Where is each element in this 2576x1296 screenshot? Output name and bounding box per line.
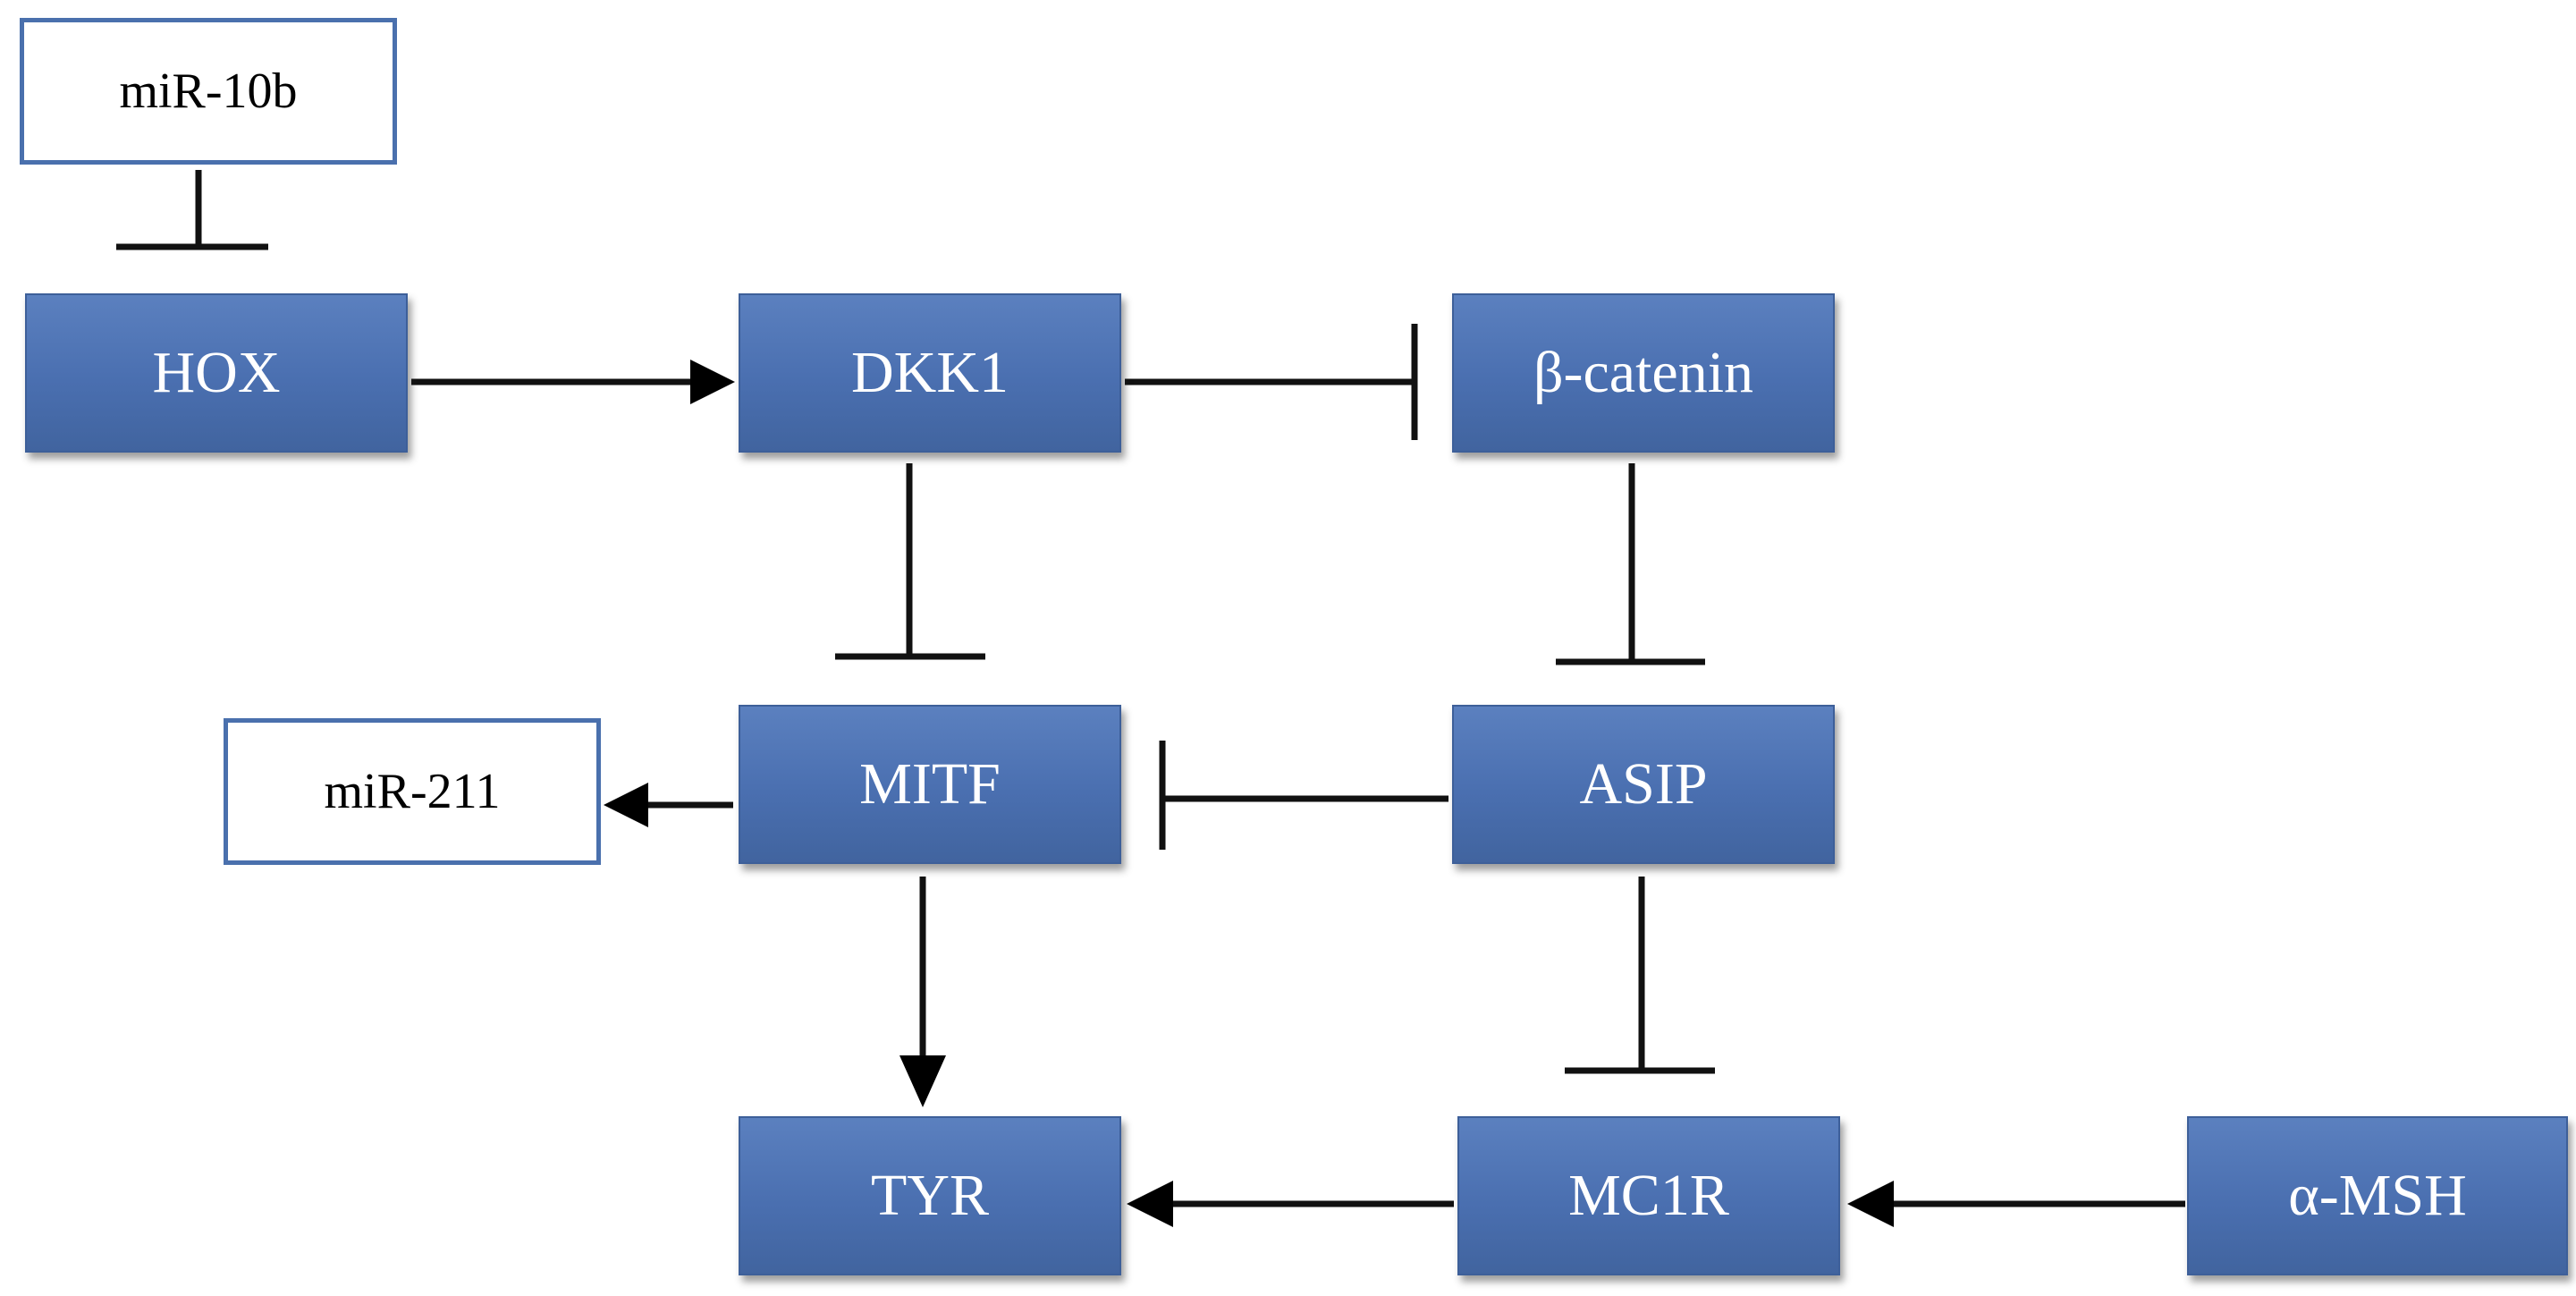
node-mitf: MITF xyxy=(739,705,1121,864)
node-mir-10b: miR-10b xyxy=(20,18,397,165)
node-hox-label: HOX xyxy=(152,340,281,405)
node-mc1r: MC1R xyxy=(1457,1116,1840,1275)
edge-hox-activates-dkk1 xyxy=(411,360,735,404)
edge-mitf-activates-tyr xyxy=(899,877,946,1107)
node-tyr-label: TYR xyxy=(871,1163,989,1228)
node-alpha-msh: α-MSH xyxy=(2187,1116,2568,1275)
edge-dkk1-inhibits-mitf xyxy=(835,463,985,660)
node-asip: ASIP xyxy=(1452,705,1835,864)
node-beta-catenin-label: β-catenin xyxy=(1533,340,1754,405)
node-dkk1: DKK1 xyxy=(739,293,1121,453)
node-mir-211-label: miR-211 xyxy=(324,764,501,819)
edge-dkk1-inhibits-beta-catenin xyxy=(1125,324,1418,440)
node-asip-label: ASIP xyxy=(1579,751,1708,817)
edge-asip-inhibits-mc1r xyxy=(1565,877,1715,1074)
node-alpha-msh-label: α-MSH xyxy=(2288,1163,2467,1228)
node-beta-catenin: β-catenin xyxy=(1452,293,1835,453)
node-mir-10b-label: miR-10b xyxy=(119,64,298,119)
node-tyr: TYR xyxy=(739,1116,1121,1275)
node-mc1r-label: MC1R xyxy=(1568,1163,1729,1228)
node-mitf-label: MITF xyxy=(859,751,1001,817)
edge-beta-catenin-inhibits-asip xyxy=(1556,463,1705,665)
node-hox: HOX xyxy=(25,293,408,453)
edge-mc1r-activates-tyr xyxy=(1127,1181,1454,1227)
edge-mir10b-inhibits-hox xyxy=(116,170,268,250)
node-dkk1-label: DKK1 xyxy=(851,340,1009,405)
edge-alpha-msh-activates-mc1r xyxy=(1847,1181,2185,1227)
edge-asip-inhibits-mitf xyxy=(1159,741,1448,850)
node-mir-211: miR-211 xyxy=(224,718,601,865)
edge-mitf-activates-mir211 xyxy=(604,783,733,827)
